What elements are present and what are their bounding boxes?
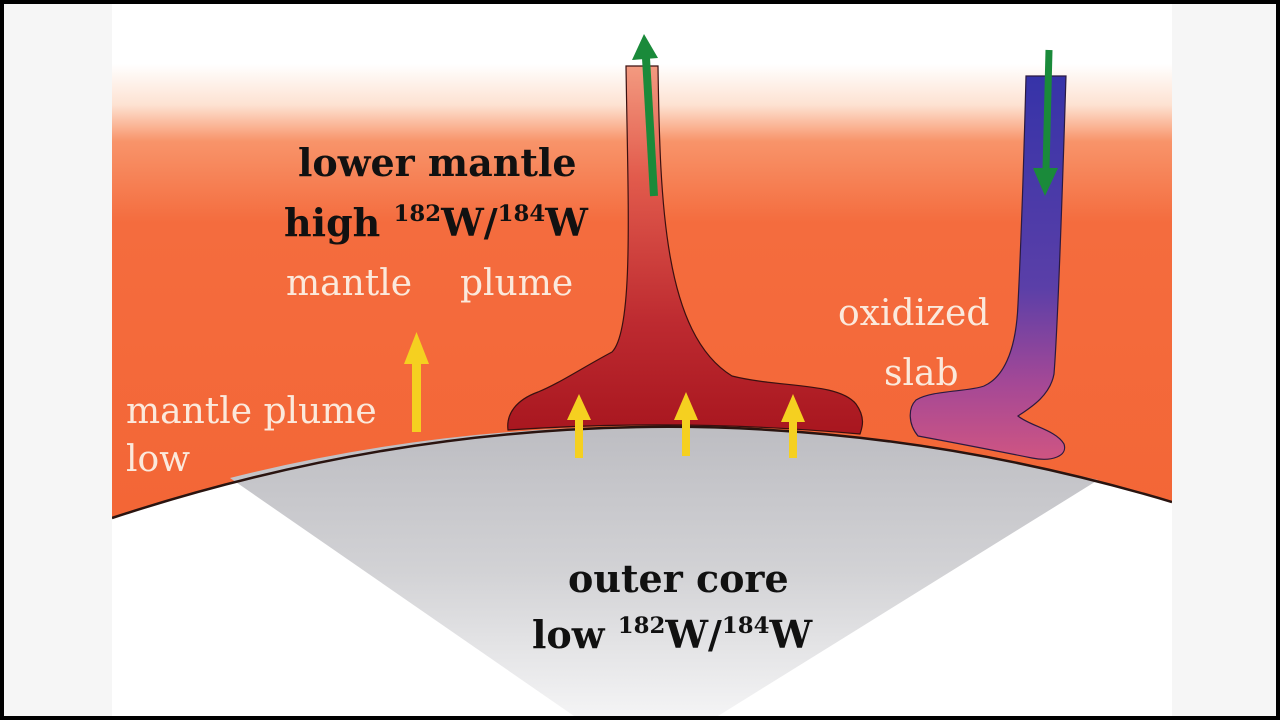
mantle-word-label: mantle [286,263,413,304]
outer-core-label: outer core [568,556,789,601]
element-symbol: W [441,200,484,245]
low-label: low [126,439,191,480]
isotope-number: 182 [393,201,442,228]
diagram-canvas: lower mantle high 182W/184W mantle plume… [112,4,1172,716]
yellow-up-arrow [567,394,591,458]
isotope-number: 184 [497,201,546,228]
high-ratio-label: high 182W/184W [284,201,588,242]
ratio-prefix: low [532,612,618,657]
element-symbol: W [545,200,588,245]
low-ratio-label: low 182W/184W [532,613,812,654]
diagram-svg [112,34,1172,716]
yellow-up-arrow [674,392,698,456]
yellow-up-arrow [781,394,805,458]
isotope-number: 182 [617,613,666,640]
element-symbol: W [769,612,813,657]
oxidized-slab [909,75,1067,460]
mantle-plume-label: mantle plume [126,391,377,432]
ratio-slash: / [708,612,722,657]
plume-word-label: plume [460,263,574,304]
ratio-slash: / [483,200,498,245]
slab-label: slab [884,353,959,394]
oxidized-label: oxidized [838,293,990,334]
core-mantle-boundary [112,425,1172,520]
element-symbol: W [665,612,709,657]
outer-core-region [230,426,1098,716]
green-up-arrow [632,34,658,197]
ratio-prefix: high [284,200,394,245]
yellow-up-arrow [404,332,429,432]
lower-mantle-label: lower mantle [298,140,577,185]
image-frame: lower mantle high 182W/184W mantle plume… [4,4,1276,716]
green-down-arrow [1033,49,1058,196]
mantle-plume [507,65,864,435]
isotope-number: 184 [721,613,770,640]
